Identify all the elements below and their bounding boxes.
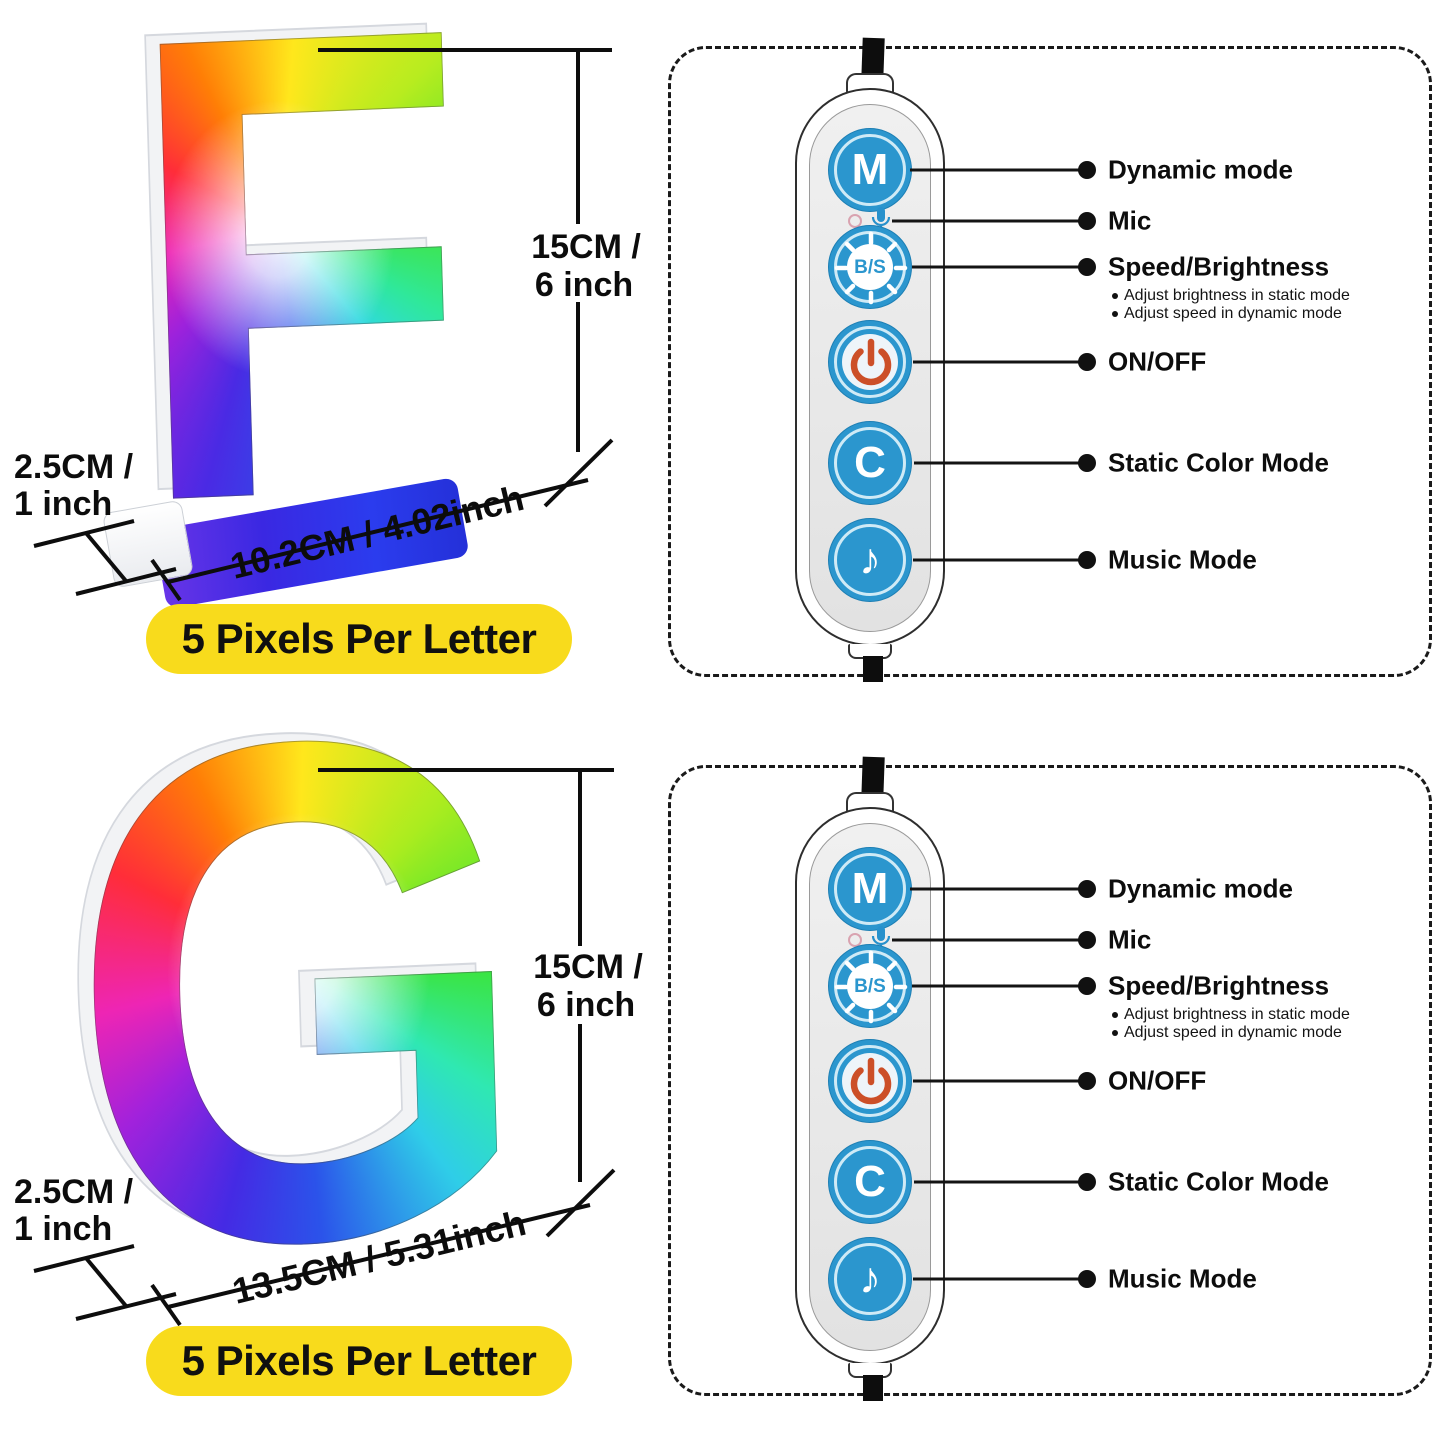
bullet-dot (1112, 1012, 1118, 1018)
remote-panel-bottom: M B/S (650, 719, 1445, 1441)
static-color-label: C (854, 1157, 886, 1206)
pixels-badge-text: 5 Pixels Per Letter (181, 1337, 537, 1384)
letter-panel-f: F F 15CM / 6 inch 10.2CM / 4.02inch 2.5C… (0, 0, 722, 722)
mode-button: M (828, 847, 912, 931)
pixels-badge: 5 Pixels Per Letter (146, 1326, 572, 1396)
pixels-badge: 5 Pixels Per Letter (146, 604, 572, 674)
label-music-mode: Music Mode (1108, 544, 1257, 575)
pixels-badge-text: 5 Pixels Per Letter (181, 615, 537, 662)
depth-label-line2: 1 inch (14, 485, 112, 523)
music-mode-button: ♪ (828, 1237, 912, 1321)
bullet-dot (1112, 1030, 1118, 1036)
power-button (828, 1039, 912, 1123)
power-icon (850, 338, 892, 386)
music-mode-button: ♪ (828, 518, 912, 602)
usb-cable-bottom (863, 656, 883, 682)
depth-label-line1: 2.5CM / (14, 448, 134, 486)
depth-label-line2: 1 inch (14, 1210, 112, 1248)
label-on-off: ON/OFF (1108, 1065, 1207, 1096)
bullet-dot (1112, 311, 1118, 317)
brightness-rays-icon (834, 950, 908, 1024)
note-brightness: Adjust brightness in static mode (1124, 287, 1350, 304)
bullet-dot (1112, 293, 1118, 299)
note-speed: Adjust speed in dynamic mode (1124, 1024, 1342, 1041)
height-label-line2: 6 inch (537, 986, 635, 1024)
label-dynamic-mode: Dynamic mode (1108, 154, 1293, 185)
static-color-button: C (828, 421, 912, 505)
brightness-rays-icon (834, 231, 908, 305)
letter-panel-g: G G 15CM / 6 inch 13.5CM / 5.31inch 2.5C… (0, 577, 722, 1444)
note-speed: Adjust speed in dynamic mode (1124, 305, 1342, 322)
brightness-speed-label: B/S (854, 256, 886, 278)
mode-button: M (828, 128, 912, 212)
label-speed-brightness: Speed/Brightness (1108, 251, 1330, 282)
label-on-off: ON/OFF (1108, 346, 1207, 377)
width-label: 13.5CM / 5.31inch (228, 1202, 529, 1312)
remote-panel-top: M B/S (650, 0, 1445, 722)
mode-button-label: M (851, 864, 889, 913)
music-note-icon: ♪ (859, 535, 881, 584)
label-music-mode: Music Mode (1108, 1263, 1257, 1294)
label-dynamic-mode: Dynamic mode (1108, 873, 1293, 904)
label-static-color-mode: Static Color Mode (1108, 447, 1330, 478)
label-mic: Mic (1108, 924, 1152, 955)
static-color-label: C (854, 438, 886, 487)
note-brightness: Adjust brightness in static mode (1124, 1006, 1350, 1023)
speed-brightness-notes: Adjust brightness in static mode Adjust … (1112, 1006, 1350, 1042)
dashed-border (668, 765, 1432, 1396)
music-note-icon: ♪ (859, 1254, 881, 1303)
brightness-speed-button: B/S (828, 944, 912, 1028)
letter-g-extrusion: G (42, 577, 525, 1391)
letter-g-face: G (58, 585, 540, 1398)
mode-button-label: M (851, 145, 889, 194)
label-mic: Mic (1108, 205, 1152, 236)
depth-label-line1: 2.5CM / (14, 1173, 134, 1211)
height-label-line1: 15CM / (533, 948, 643, 986)
brightness-speed-label: B/S (854, 975, 886, 997)
label-speed-brightness: Speed/Brightness (1108, 970, 1330, 1001)
dashed-border (668, 46, 1432, 677)
letter-f-base-side (102, 499, 194, 589)
brightness-speed-button: B/S (828, 225, 912, 309)
power-icon (850, 1057, 892, 1105)
power-button (828, 320, 912, 404)
label-static-color-mode: Static Color Mode (1108, 1166, 1330, 1197)
static-color-button: C (828, 1140, 912, 1224)
speed-brightness-notes: Adjust brightness in static mode Adjust … (1112, 287, 1350, 323)
height-label-line1: 15CM / (531, 228, 641, 266)
usb-cable-bottom (863, 1375, 883, 1401)
letter-f-base (153, 476, 470, 610)
height-label-line2: 6 inch (535, 266, 633, 304)
